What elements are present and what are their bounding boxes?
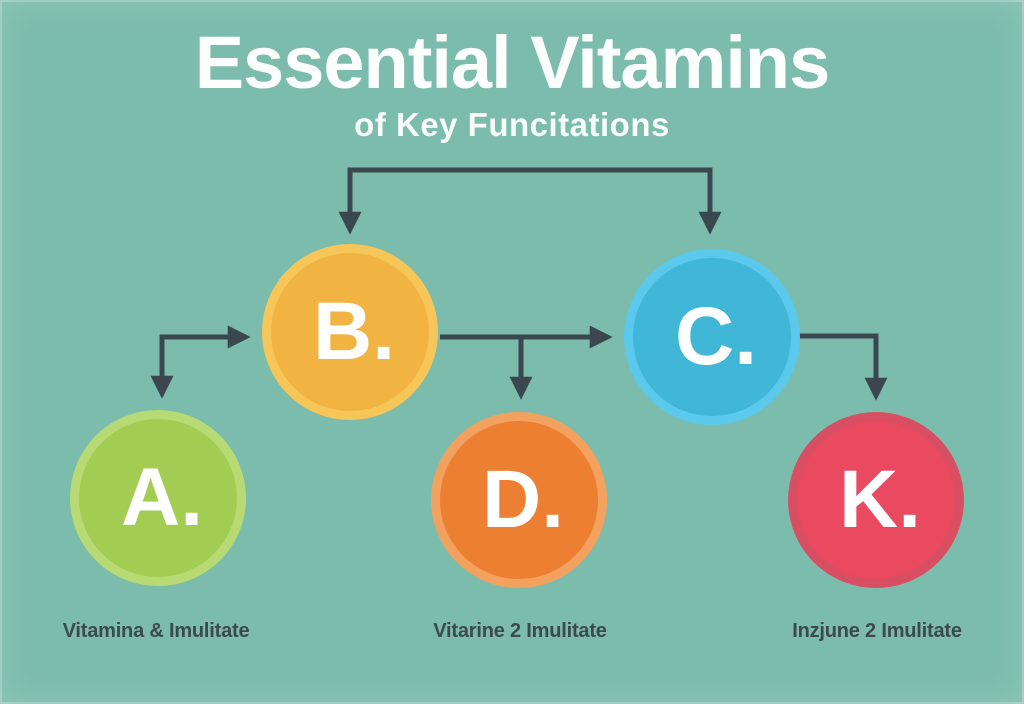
vitamin-node-d: D.	[431, 412, 607, 588]
caption-vitamin-d: Vitarine 2 Imulitate	[433, 620, 607, 642]
vitamin-node-c-label: C.	[675, 291, 757, 382]
vitamin-node-a-label: A.	[121, 452, 203, 543]
caption-vitamin-a: Vitamina & Imulitate	[62, 620, 250, 642]
page-subtitle: of Key Funcitations	[354, 106, 670, 143]
vitamin-node-k-label: K.	[839, 454, 921, 545]
vitamin-node-b: B.	[262, 244, 438, 420]
vitamin-node-k: K.	[788, 412, 964, 588]
vitamin-node-b-label: B.	[313, 286, 395, 377]
caption-vitamin-k: Inzjune 2 Imulitate	[792, 620, 962, 642]
vitamin-node-d-label: D.	[482, 454, 564, 545]
vitamin-node-a: A.	[70, 410, 246, 586]
vitamin-node-c: C.	[624, 249, 800, 425]
page-title: Essential Vitamins	[194, 21, 831, 104]
